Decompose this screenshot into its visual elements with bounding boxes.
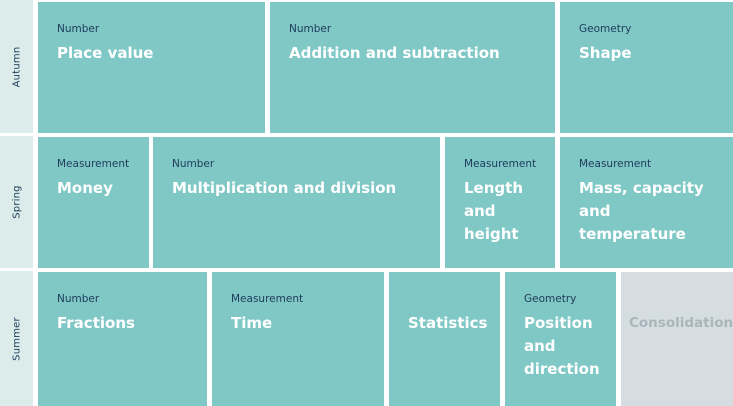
block-category: Number xyxy=(172,158,215,170)
block-title: Place value xyxy=(57,44,154,62)
block-time[interactable]: Measurement Time xyxy=(212,272,384,406)
block-title: Time xyxy=(231,314,273,332)
block-title: Shape xyxy=(579,44,632,62)
term-label-autumn: Autumn xyxy=(0,0,33,133)
block-category: Number xyxy=(57,23,100,35)
block-category: Measurement xyxy=(579,158,652,170)
block-title: Addition and subtraction xyxy=(289,44,500,62)
block-title: Money xyxy=(57,179,113,197)
block-length-height[interactable]: Measurement Length and height xyxy=(445,137,555,268)
block-title: Consolidation xyxy=(629,315,733,331)
block-category: Geometry xyxy=(579,23,632,35)
block-title: Multiplication and division xyxy=(172,179,397,197)
block-place-value[interactable]: Number Place value xyxy=(38,2,265,133)
block-title: Mass, capacity and temperature xyxy=(579,179,704,243)
block-shape[interactable]: Geometry Shape xyxy=(560,2,733,133)
term-name: Summer xyxy=(11,316,22,361)
block-category: Measurement xyxy=(57,158,130,170)
block-addition-subtraction[interactable]: Number Addition and subtraction xyxy=(270,2,555,133)
block-statistics[interactable]: Statistics xyxy=(389,272,500,406)
term-label-spring: Spring xyxy=(0,136,33,268)
block-title: Position and direction xyxy=(524,314,600,378)
block-category: Measurement xyxy=(464,158,537,170)
term-name: Autumn xyxy=(11,46,22,87)
block-position-direction[interactable]: Geometry Position and direction xyxy=(505,272,616,406)
block-title: Statistics xyxy=(408,314,488,332)
block-consolidation[interactable]: Consolidation xyxy=(621,272,733,406)
block-category: Number xyxy=(57,293,100,305)
block-money[interactable]: Measurement Money xyxy=(38,137,149,268)
block-category: Number xyxy=(289,23,332,35)
block-title: Fractions xyxy=(57,314,135,332)
block-fractions[interactable]: Number Fractions xyxy=(38,272,207,406)
term-name: Spring xyxy=(11,185,22,219)
block-category: Measurement xyxy=(231,293,304,305)
block-category: Geometry xyxy=(524,293,577,305)
block-title: Length and height xyxy=(464,179,523,243)
term-label-summer: Summer xyxy=(0,271,33,406)
block-multiplication-division[interactable]: Number Multiplication and division xyxy=(153,137,440,268)
block-mass-capacity-temperature[interactable]: Measurement Mass, capacity and temperatu… xyxy=(560,137,733,268)
